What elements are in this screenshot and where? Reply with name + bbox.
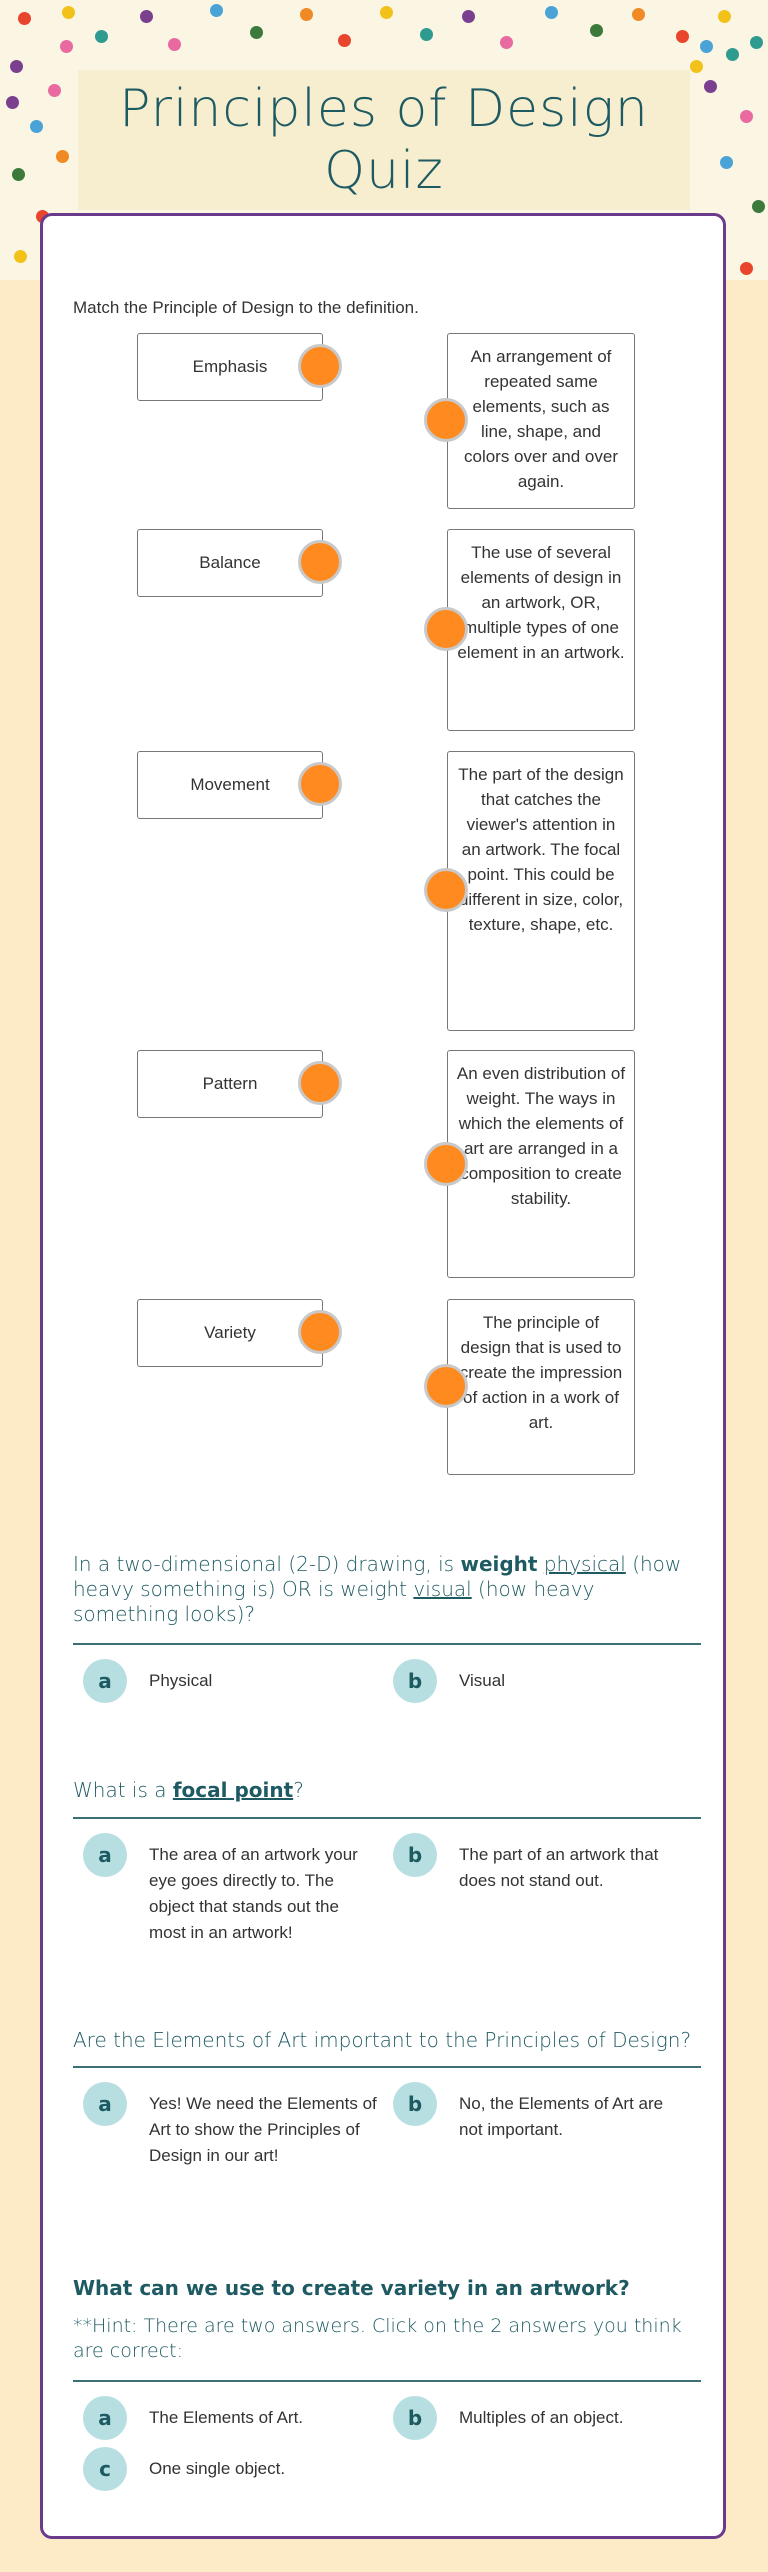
question-2-title: What is a focal point? (73, 1778, 304, 1802)
option-text: One single object. (149, 2459, 286, 2478)
q1-option-b[interactable]: b Visual (393, 1659, 689, 1703)
confetti-dot (18, 12, 31, 25)
divider (73, 1817, 701, 1819)
term-connector-dot[interactable] (298, 344, 342, 388)
confetti-dot (720, 156, 733, 169)
page-title: Principles of Design Quiz (119, 79, 649, 201)
confetti-dot (500, 36, 513, 49)
matching-instruction: Match the Principle of Design to the def… (73, 298, 419, 317)
confetti-dot (752, 200, 765, 213)
question-4-hint: **Hint: There are two answers. Click on … (73, 2315, 682, 2362)
confetti-dot (545, 6, 558, 19)
option-text: The part of an artwork that does not sta… (459, 1845, 659, 1890)
confetti-dot (95, 30, 108, 43)
confetti-dot (700, 40, 713, 53)
confetti-dot (462, 10, 475, 23)
match-definition-4[interactable]: An even distribution of weight. The ways… (447, 1050, 635, 1278)
question-4-title: What can we use to create variety in an … (73, 2276, 630, 2300)
match-term-variety[interactable]: Variety (137, 1299, 323, 1367)
option-letter-badge: b (393, 1659, 437, 1703)
confetti-dot (140, 10, 153, 23)
confetti-dot (380, 6, 393, 19)
match-definition-3[interactable]: The part of the design that catches the … (447, 751, 635, 1031)
confetti-dot (56, 150, 69, 163)
confetti-dot (12, 168, 25, 181)
option-text: The Elements of Art. (149, 2408, 304, 2427)
q4-option-c[interactable]: c One single object. (83, 2447, 379, 2491)
match-term-pattern[interactable]: Pattern (137, 1050, 323, 1118)
definition-connector-dot[interactable] (424, 1142, 468, 1186)
confetti-dot (676, 30, 689, 43)
term-connector-dot[interactable] (298, 1061, 342, 1105)
divider (73, 2380, 701, 2382)
confetti-dot (62, 6, 75, 19)
term-connector-dot[interactable] (298, 540, 342, 584)
definition-connector-dot[interactable] (424, 607, 468, 651)
confetti-dot (250, 26, 263, 39)
term-connector-dot[interactable] (298, 762, 342, 806)
definition-connector-dot[interactable] (424, 868, 468, 912)
confetti-dot (338, 34, 351, 47)
confetti-dot (300, 8, 313, 21)
divider (73, 1643, 701, 1645)
confetti-dot (30, 120, 43, 133)
q2-option-a[interactable]: a The area of an artwork your eye goes d… (83, 1833, 379, 1946)
option-letter-badge: a (83, 1833, 127, 1877)
option-text: Yes! We need the Elements of Art to show… (149, 2094, 377, 2165)
option-text: Multiples of an object. (459, 2408, 624, 2427)
q1-option-a[interactable]: a Physical (83, 1659, 379, 1703)
match-definition-2[interactable]: The use of several elements of design in… (447, 529, 635, 731)
option-letter-badge: b (393, 2396, 437, 2440)
confetti-dot (750, 36, 763, 49)
confetti-dot (690, 60, 703, 73)
q4-option-a[interactable]: a The Elements of Art. (83, 2396, 379, 2440)
question-1-title: In a two-dimensional (2-D) drawing, is w… (73, 1552, 682, 1626)
option-text: The area of an artwork your eye goes dir… (149, 1845, 358, 1942)
header: Principles of Design Quiz (78, 70, 690, 210)
option-letter-badge: b (393, 2082, 437, 2126)
confetti-dot (14, 250, 27, 263)
option-text: Visual (459, 1671, 505, 1690)
match-term-emphasis[interactable]: Emphasis (137, 333, 323, 401)
confetti-dot (632, 8, 645, 21)
confetti-dot (10, 60, 23, 73)
match-term-movement[interactable]: Movement (137, 751, 323, 819)
option-text: Physical (149, 1671, 213, 1690)
confetti-dot (740, 110, 753, 123)
divider (73, 2066, 701, 2068)
confetti-dot (590, 24, 603, 37)
term-connector-dot[interactable] (298, 1310, 342, 1354)
confetti-dot (718, 10, 731, 23)
option-letter-badge: a (83, 1659, 127, 1703)
confetti-dot (210, 4, 223, 17)
q3-option-a[interactable]: a Yes! We need the Elements of Art to sh… (83, 2082, 379, 2169)
quiz-card: Match the Principle of Design to the def… (40, 213, 726, 2539)
confetti-dot (420, 28, 433, 41)
q2-option-b[interactable]: b The part of an artwork that does not s… (393, 1833, 689, 1894)
option-letter-badge: a (83, 2082, 127, 2126)
confetti-dot (740, 262, 753, 275)
confetti-dot (704, 80, 717, 93)
match-definition-5[interactable]: The principle of design that is used to … (447, 1299, 635, 1475)
definition-connector-dot[interactable] (424, 398, 468, 442)
match-definition-1[interactable]: An arrangement of repeated same elements… (447, 333, 635, 509)
option-letter-badge: b (393, 1833, 437, 1877)
confetti-dot (48, 84, 61, 97)
q4-option-b[interactable]: b Multiples of an object. (393, 2396, 689, 2440)
confetti-dot (6, 96, 19, 109)
option-letter-badge: a (83, 2396, 127, 2440)
q3-option-b[interactable]: b No, the Elements of Art are not import… (393, 2082, 689, 2143)
option-letter-badge: c (83, 2447, 127, 2491)
confetti-dot (60, 40, 73, 53)
definition-connector-dot[interactable] (424, 1364, 468, 1408)
question-3-title: Are the Elements of Art important to the… (73, 2028, 692, 2052)
confetti-dot (726, 48, 739, 61)
confetti-dot (168, 38, 181, 51)
option-text: No, the Elements of Art are not importan… (459, 2094, 664, 2139)
match-term-balance[interactable]: Balance (137, 529, 323, 597)
